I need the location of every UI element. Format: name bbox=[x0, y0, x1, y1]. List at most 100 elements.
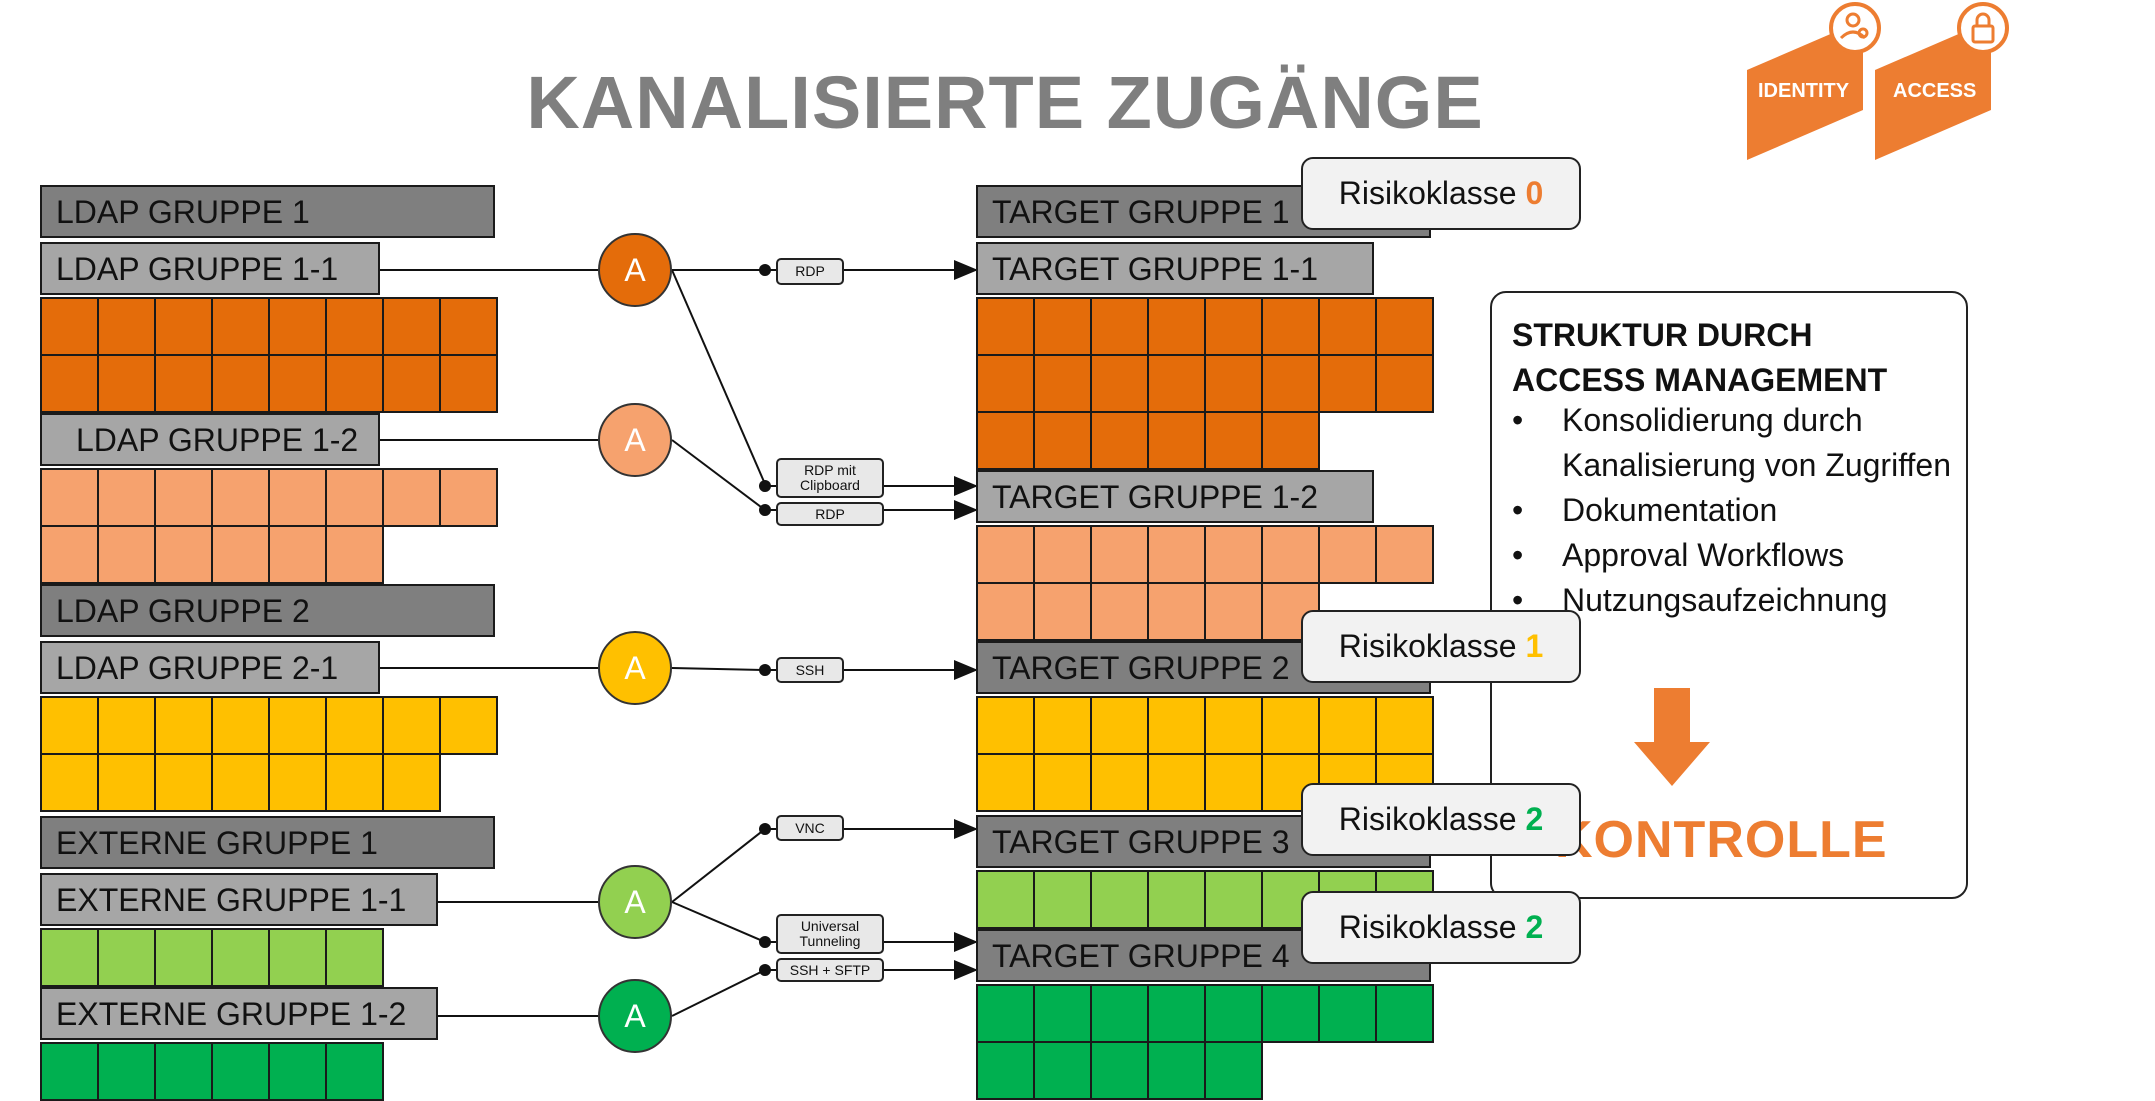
grid-cell bbox=[325, 468, 384, 527]
grid-cell bbox=[97, 753, 156, 812]
grid-cell bbox=[976, 870, 1035, 929]
grid-cell bbox=[1090, 411, 1149, 470]
user-key-icon bbox=[1839, 12, 1869, 40]
grid-cell bbox=[1375, 354, 1434, 413]
access-node-2: A bbox=[598, 403, 672, 477]
grid-cell bbox=[1261, 354, 1320, 413]
grid-cell bbox=[1204, 297, 1263, 356]
grid-cell bbox=[154, 354, 213, 413]
risk-value-2b: 2 bbox=[1525, 909, 1544, 945]
grid-cell bbox=[976, 354, 1035, 413]
ldap-group-1-2: LDAP GRUPPE 1-2 bbox=[40, 413, 380, 466]
grid-cell bbox=[1033, 1041, 1092, 1100]
external-group-1-1: EXTERNE GRUPPE 1-1 bbox=[40, 873, 438, 926]
grid-cell bbox=[211, 297, 270, 356]
ldap-group-1: LDAP GRUPPE 1 bbox=[40, 185, 495, 238]
grid-cell bbox=[154, 753, 213, 812]
risk-class-2b: Risikoklasse 2 bbox=[1301, 891, 1581, 964]
grid-cell bbox=[1204, 582, 1263, 641]
grid-cell bbox=[1147, 582, 1206, 641]
protocol-universal-tunneling: Universal Tunneling bbox=[776, 914, 884, 954]
grid-cell bbox=[1147, 870, 1206, 929]
page-title: KANALISIERTE ZUGÄNGE bbox=[526, 61, 1484, 144]
grid-cell bbox=[382, 468, 441, 527]
grid-cell bbox=[1261, 411, 1320, 470]
info-item-2: •Dokumentation bbox=[1512, 492, 1778, 528]
grid-cell bbox=[154, 696, 213, 755]
grid-cell bbox=[1090, 354, 1149, 413]
grid-cell bbox=[1090, 870, 1149, 929]
grid-cell bbox=[1204, 525, 1263, 584]
grid-cell bbox=[97, 297, 156, 356]
access-node-5: A bbox=[598, 979, 672, 1053]
risk-class-2a: Risikoklasse 2 bbox=[1301, 783, 1581, 856]
lock-icon bbox=[1971, 12, 1995, 44]
grid-cell bbox=[1318, 354, 1377, 413]
access-node-3: A bbox=[598, 631, 672, 705]
grid-cell bbox=[325, 525, 384, 584]
target-group-1-2: TARGET GRUPPE 1-2 bbox=[976, 470, 1374, 523]
grid-cell bbox=[1033, 870, 1092, 929]
grid-cell bbox=[1375, 984, 1434, 1043]
grid-cell bbox=[1090, 753, 1149, 812]
info-item-4: •Nutzungsaufzeichnung bbox=[1512, 582, 1888, 618]
grid-cell bbox=[1147, 984, 1206, 1043]
grid-cell bbox=[97, 1042, 156, 1101]
grid-cell bbox=[976, 525, 1035, 584]
risk-value-0: 0 bbox=[1525, 175, 1544, 211]
grid-cell bbox=[1147, 354, 1206, 413]
grid-cell bbox=[1033, 753, 1092, 812]
info-list: •Konsolidierung durch Kanalisierung von … bbox=[1512, 398, 1952, 623]
ldap-group-2-1: LDAP GRUPPE 2-1 bbox=[40, 641, 380, 694]
grid-cell bbox=[1147, 297, 1206, 356]
grid-cell bbox=[268, 928, 327, 987]
grid-cell bbox=[1375, 525, 1434, 584]
grid-cell bbox=[976, 411, 1035, 470]
grid-cell bbox=[1147, 525, 1206, 584]
access-label: ACCESS bbox=[1893, 80, 1977, 102]
grid-cell bbox=[1261, 297, 1320, 356]
grid-cell bbox=[1375, 297, 1434, 356]
protocol-ssh-sftp: SSH + SFTP bbox=[776, 958, 884, 982]
grid-cell bbox=[1090, 297, 1149, 356]
grid-cell bbox=[1033, 984, 1092, 1043]
external-group-1-2: EXTERNE GRUPPE 1-2 bbox=[40, 987, 438, 1040]
identity-label: IDENTITY bbox=[1758, 80, 1850, 102]
grid-cell bbox=[1204, 411, 1263, 470]
grid-cell bbox=[40, 468, 99, 527]
grid-cell bbox=[211, 753, 270, 812]
grid-cell bbox=[97, 525, 156, 584]
grid-cell bbox=[382, 297, 441, 356]
protocol-vnc: VNC bbox=[776, 815, 844, 841]
grid-cell bbox=[1090, 696, 1149, 755]
external-group-1: EXTERNE GRUPPE 1 bbox=[40, 816, 495, 869]
grid-cell bbox=[1090, 1041, 1149, 1100]
grid-cell bbox=[1090, 582, 1149, 641]
ldap-group-1-1: LDAP GRUPPE 1-1 bbox=[40, 242, 380, 295]
grid-cell bbox=[268, 1042, 327, 1101]
grid-cell bbox=[325, 928, 384, 987]
grid-cell bbox=[325, 354, 384, 413]
grid-cell bbox=[1204, 870, 1263, 929]
grid-cell bbox=[382, 354, 441, 413]
target-group-1: TARGET GRUPPE 1 bbox=[976, 185, 1431, 238]
grid-cell bbox=[268, 354, 327, 413]
grid-cell bbox=[154, 297, 213, 356]
risk-class-1: Risikoklasse 1 bbox=[1301, 610, 1581, 683]
grid-cell bbox=[268, 753, 327, 812]
grid-cell bbox=[325, 696, 384, 755]
grid-cell bbox=[325, 297, 384, 356]
grid-cell bbox=[97, 928, 156, 987]
grid-cell bbox=[211, 354, 270, 413]
grid-cell bbox=[439, 354, 498, 413]
grid-cell bbox=[268, 297, 327, 356]
risk-value-1: 1 bbox=[1525, 628, 1544, 664]
grid-cell bbox=[211, 696, 270, 755]
grid-cell bbox=[976, 582, 1035, 641]
down-arrow-icon bbox=[1634, 688, 1710, 786]
grid-cell bbox=[1204, 753, 1263, 812]
grid-cell bbox=[211, 468, 270, 527]
grid-cell bbox=[1318, 297, 1377, 356]
grid-cell bbox=[1147, 1041, 1206, 1100]
grid-cell bbox=[1033, 582, 1092, 641]
